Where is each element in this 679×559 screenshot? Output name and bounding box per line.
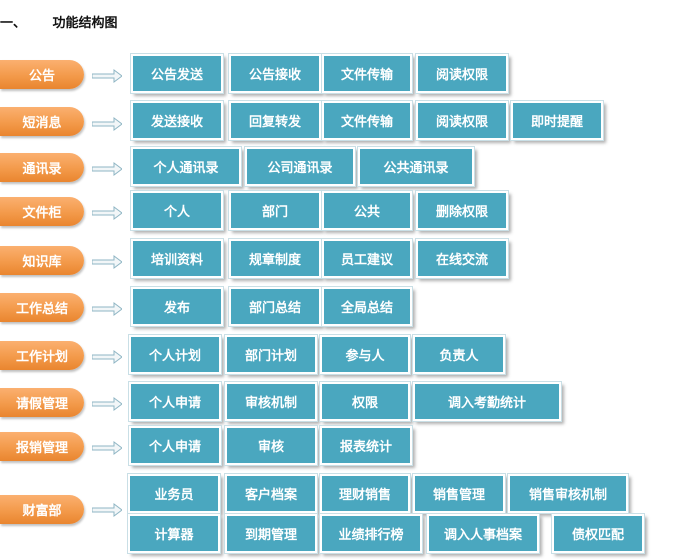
arrow-icon	[92, 162, 122, 176]
feature-box: 审核机制	[224, 381, 318, 422]
arrow-icon	[92, 397, 122, 411]
arrow-icon	[92, 69, 122, 83]
category-contacts: 通讯录	[0, 153, 84, 182]
feature-box: 审核	[224, 425, 318, 466]
category-wealth-department: 财富部	[0, 495, 84, 524]
arrow-icon	[92, 206, 122, 220]
feature-box: 发布	[130, 286, 224, 327]
category-reimbursement: 报销管理	[0, 432, 84, 461]
feature-box: 阅读权限	[415, 53, 509, 94]
feature-box: 回复转发	[228, 100, 322, 141]
feature-box: 到期管理	[224, 513, 318, 554]
feature-box: 调入考勤统计	[412, 381, 562, 422]
feature-box: 理财销售	[319, 473, 411, 514]
feature-box: 在线交流	[415, 238, 509, 279]
feature-box: 规章制度	[228, 238, 322, 279]
feature-box: 客户档案	[224, 473, 318, 514]
feature-box: 业绩排行榜	[319, 513, 423, 554]
feature-box: 个人	[130, 190, 224, 231]
feature-box: 个人通讯录	[130, 146, 242, 187]
feature-box: 即时提醒	[510, 100, 604, 141]
feature-box: 业务员	[127, 473, 221, 514]
feature-box: 部门计划	[224, 334, 318, 375]
feature-box: 公司通讯录	[244, 146, 356, 187]
feature-box: 部门总结	[228, 286, 322, 327]
feature-box: 删除权限	[415, 190, 509, 231]
category-knowledge-base: 知识库	[0, 246, 84, 275]
feature-box: 公告接收	[228, 53, 322, 94]
section-title: 一、 功能结构图	[0, 12, 118, 31]
feature-box: 部门	[228, 190, 322, 231]
category-leave-management: 请假管理	[0, 388, 84, 417]
arrow-icon	[92, 117, 122, 131]
category-announcement: 公告	[0, 60, 84, 89]
feature-box: 负责人	[412, 334, 506, 375]
category-short-message: 短消息	[0, 107, 84, 136]
arrow-icon	[92, 350, 122, 364]
feature-box: 权限	[319, 381, 411, 422]
feature-box: 全局总结	[321, 286, 413, 327]
feature-box: 公共通讯录	[357, 146, 475, 187]
feature-box: 报表统计	[319, 425, 413, 466]
feature-box: 公告发送	[130, 53, 224, 94]
arrow-icon	[92, 441, 122, 455]
category-work-plan: 工作计划	[0, 341, 84, 370]
feature-box: 销售管理	[412, 473, 506, 514]
feature-box: 销售审核机制	[507, 473, 629, 514]
section-number: 一、	[0, 16, 27, 31]
feature-box: 债权匹配	[551, 513, 645, 554]
feature-box: 参与人	[319, 334, 411, 375]
feature-box: 文件传输	[321, 53, 413, 94]
feature-box: 发送接收	[130, 100, 224, 141]
feature-box: 培训资料	[130, 238, 224, 279]
feature-box: 阅读权限	[415, 100, 509, 141]
feature-box: 个人申请	[128, 381, 222, 422]
section-title-text: 功能结构图	[52, 16, 118, 31]
feature-box: 公共	[321, 190, 413, 231]
category-work-summary: 工作总结	[0, 293, 84, 322]
arrow-icon	[92, 255, 122, 269]
feature-box: 调入人事档案	[426, 513, 540, 554]
feature-box: 计算器	[127, 513, 221, 554]
arrow-icon	[92, 503, 122, 517]
arrow-icon	[92, 302, 122, 316]
category-file-cabinet: 文件柜	[0, 197, 84, 226]
feature-box: 个人计划	[128, 334, 222, 375]
feature-box: 员工建议	[321, 238, 413, 279]
feature-box: 个人申请	[128, 425, 222, 466]
feature-box: 文件传输	[321, 100, 413, 141]
